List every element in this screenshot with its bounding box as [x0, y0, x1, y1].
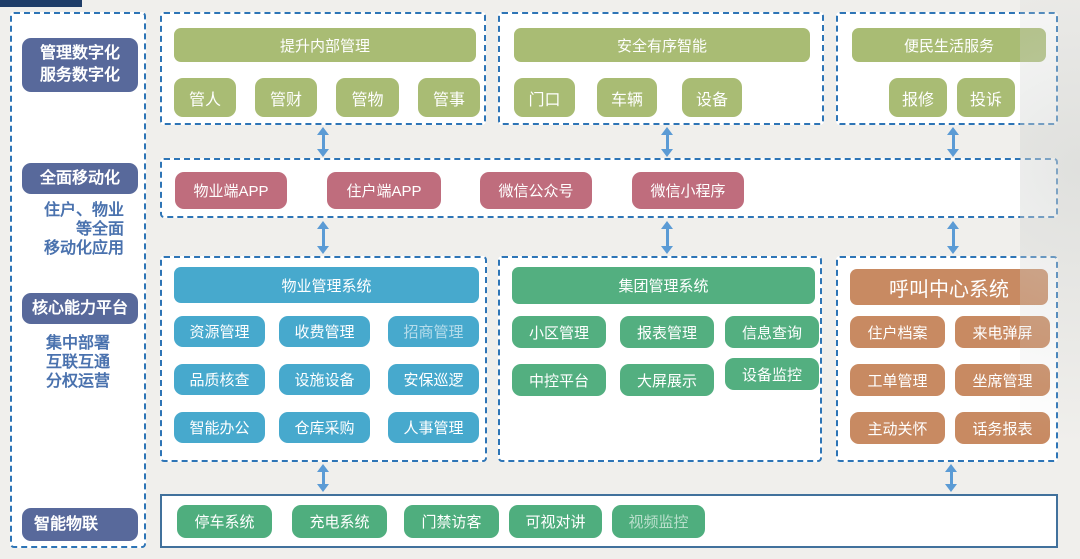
sidebar: 管理数字化 服务数字化 全面移动化 住户、物业 等全面 移动化应用 核心能力平台…	[10, 12, 146, 548]
node-work-order-mgmt: 工单管理	[850, 364, 945, 396]
group-property-mgmt-system: 物业管理系统 资源管理 收费管理 招商管理 品质核查 设施设备 安保巡逻 智能办…	[160, 256, 487, 462]
node-parking-system: 停车系统	[177, 505, 272, 538]
sidebar-pill-digitalization: 管理数字化 服务数字化	[22, 38, 138, 92]
node-entrance: 门口	[514, 78, 575, 117]
node-warehouse-procurement: 仓库采购	[279, 412, 370, 443]
node-proactive-care: 主动关怀	[850, 412, 945, 444]
node-vehicles: 车辆	[597, 78, 657, 117]
node-report-mgmt: 报表管理	[620, 316, 714, 348]
node-incoming-call-popup: 来电弹屏	[955, 316, 1050, 348]
vertical-double-arrow-icon	[661, 221, 673, 254]
node-fee-mgmt: 收费管理	[279, 316, 370, 347]
sidebar-pill-smart-iot: 智能物联	[22, 508, 138, 541]
node-manage-affairs: 管事	[418, 78, 480, 117]
node-manage-finance: 管财	[255, 78, 317, 117]
node-big-screen-display: 大屏展示	[620, 364, 714, 396]
node-manage-assets: 管物	[336, 78, 399, 117]
vertical-double-arrow-icon	[947, 221, 959, 254]
node-access-control-visitor: 门禁访客	[404, 505, 499, 538]
top-accent-bar	[0, 0, 82, 7]
node-info-query: 信息查询	[725, 316, 819, 348]
node-resident-app: 住户端APP	[327, 172, 441, 209]
header-property-mgmt-system: 物业管理系统	[174, 267, 479, 303]
node-community-mgmt: 小区管理	[512, 316, 606, 348]
node-resource-mgmt: 资源管理	[174, 316, 265, 347]
sidebar-note-mobility: 住户、物业 等全面 移动化应用	[43, 202, 124, 257]
node-central-control-platform: 中控平台	[512, 364, 606, 396]
header-convenient-life-services: 便民生活服务	[852, 28, 1046, 62]
group-iot-devices: 停车系统 充电系统 门禁访客 可视对讲 视频监控	[160, 494, 1058, 548]
sidebar-pill-core-platform: 核心能力平台	[22, 293, 138, 324]
node-agent-seat-mgmt: 坐席管理	[955, 364, 1050, 396]
header-improve-internal-mgmt: 提升内部管理	[174, 28, 476, 62]
vertical-double-arrow-icon	[317, 464, 329, 492]
header-call-center-system: 呼叫中心系统	[850, 269, 1048, 305]
header-group-mgmt-system: 集团管理系统	[512, 267, 815, 304]
vertical-double-arrow-icon	[317, 127, 329, 157]
node-manage-people: 管人	[174, 78, 236, 117]
node-quality-check: 品质核查	[174, 364, 265, 395]
node-hr-mgmt: 人事管理	[388, 412, 479, 443]
sidebar-pill-full-mobility: 全面移动化	[22, 163, 138, 194]
group-mobile-apps: 物业端APP 住户端APP 微信公众号 微信小程序	[160, 158, 1058, 218]
node-facility-equipment: 设施设备	[279, 364, 370, 395]
header-safe-orderly-smart: 安全有序智能	[514, 28, 810, 62]
node-security-patrol: 安保巡逻	[388, 364, 479, 395]
group-convenient-life-services: 便民生活服务 报修 投诉	[836, 12, 1058, 125]
node-video-intercom: 可视对讲	[509, 505, 602, 538]
vertical-double-arrow-icon	[317, 221, 329, 254]
node-complaints: 投诉	[957, 78, 1015, 117]
node-video-surveillance: 视频监控	[612, 505, 705, 538]
node-device-monitoring: 设备监控	[725, 358, 819, 390]
node-call-report: 话务报表	[955, 412, 1050, 444]
vertical-double-arrow-icon	[661, 127, 673, 157]
sidebar-note-deployment: 集中部署 互联互通 分权运营	[45, 335, 110, 390]
group-call-center-system: 呼叫中心系统 住户档案 来电弹屏 工单管理 坐席管理 主动关怀 话务报表	[836, 256, 1058, 462]
node-smart-office: 智能办公	[174, 412, 265, 443]
node-resident-files: 住户档案	[850, 316, 945, 348]
node-wechat-mini-program: 微信小程序	[632, 172, 744, 209]
vertical-double-arrow-icon	[947, 127, 959, 157]
group-internal-management: 提升内部管理 管人 管财 管物 管事	[160, 12, 486, 125]
node-charging-system: 充电系统	[292, 505, 387, 538]
node-equipment: 设备	[682, 78, 742, 117]
node-leasing-mgmt: 招商管理	[388, 316, 479, 347]
group-safe-orderly-smart: 安全有序智能 门口 车辆 设备	[498, 12, 824, 125]
vertical-double-arrow-icon	[945, 464, 957, 492]
node-property-staff-app: 物业端APP	[175, 172, 287, 209]
group-group-mgmt-system: 集团管理系统 小区管理 报表管理 信息查询 中控平台 大屏展示 设备监控	[498, 256, 822, 462]
node-repair-request: 报修	[889, 78, 947, 117]
node-wechat-official-account: 微信公众号	[480, 172, 592, 209]
